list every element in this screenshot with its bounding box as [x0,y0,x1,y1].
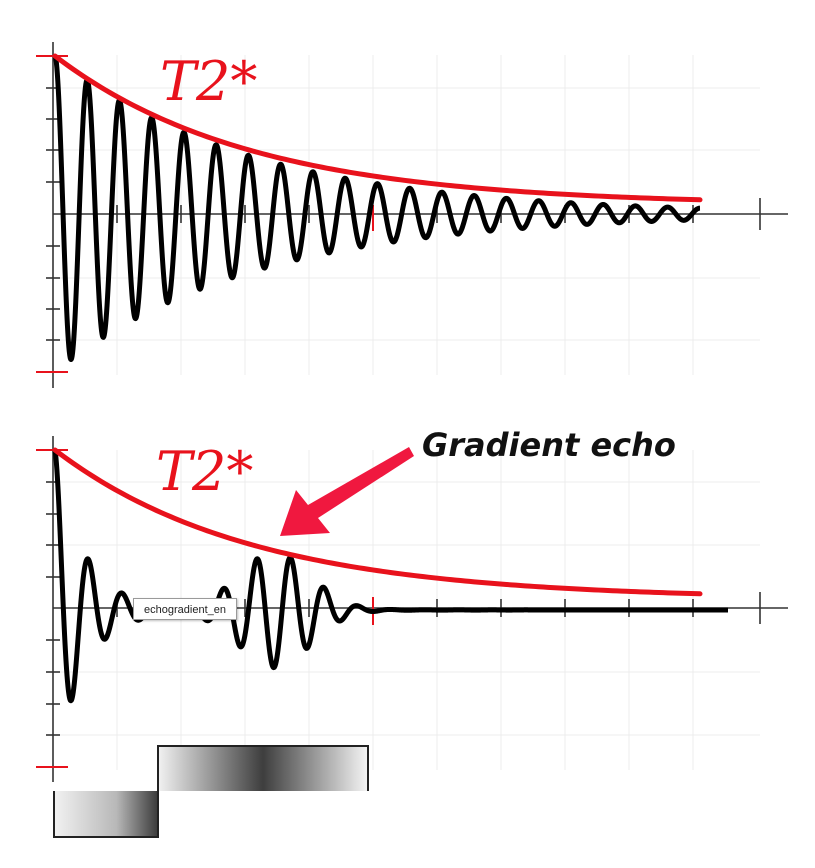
gradient-positive-lobe [158,746,368,791]
gradient-echo-label: Gradient echo [422,426,676,464]
gradient-waveform [53,745,369,838]
tooltip: echogradient_en [133,598,237,620]
top-fid-signal [52,54,703,362]
top-t2star-label: T2* [160,50,257,113]
top-red-ticks [36,55,374,373]
top-t2star-envelope [52,53,703,203]
top-panel: T2* [36,42,788,388]
bottom-grid [53,450,760,770]
gradient-waveform-outline [53,745,369,838]
bottom-t2star-label: T2* [156,440,253,503]
gradient-negative-lobe [54,791,158,837]
gradient-echo-arrow [280,447,414,536]
bottom-panel: T2* Gradient echo [36,426,788,838]
bottom-t2star-envelope [52,447,703,597]
